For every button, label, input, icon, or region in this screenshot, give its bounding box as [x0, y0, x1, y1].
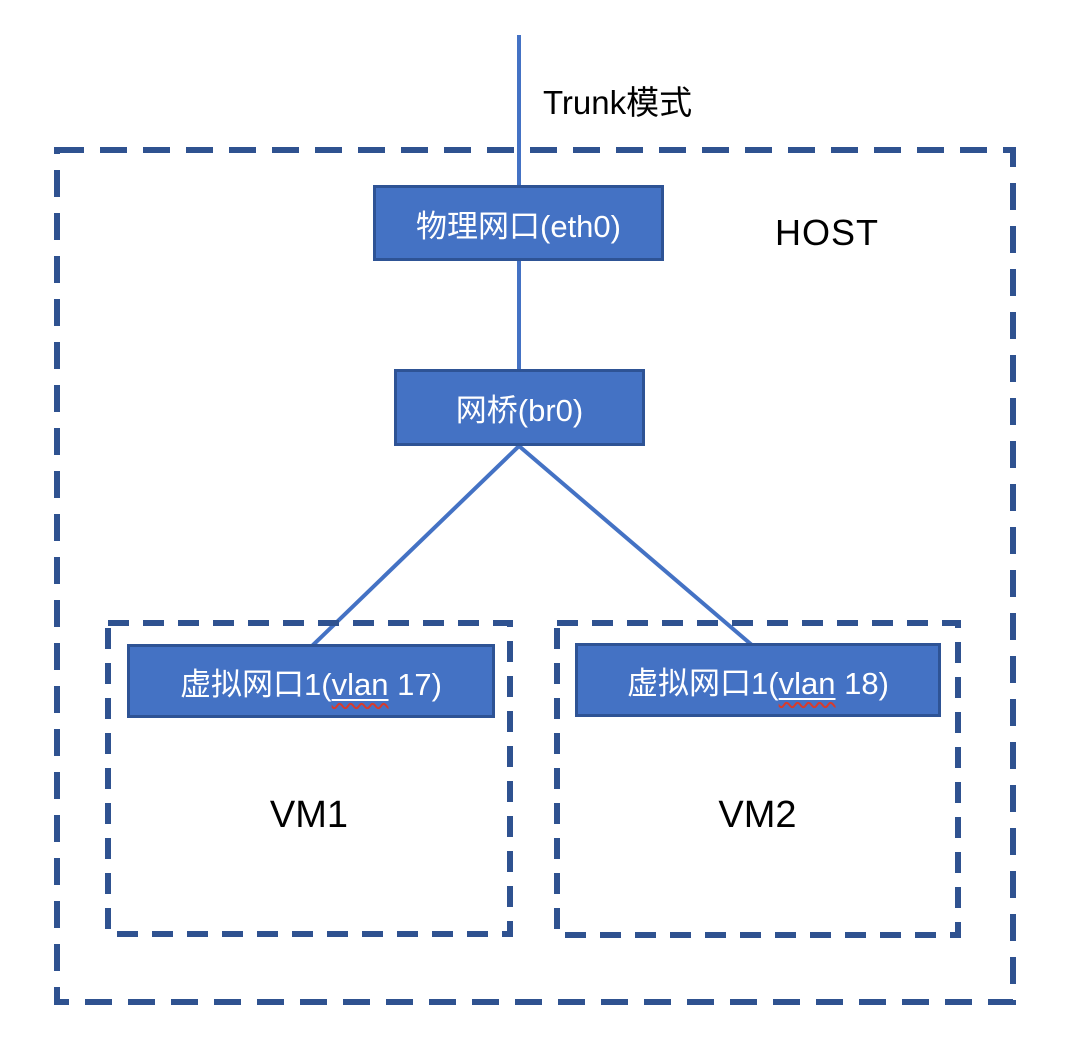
vnic1-label-suffix: 17): [388, 666, 442, 702]
br0-to-vnic2-line: [517, 444, 755, 648]
virtual-nic-vlan18-node: 虚拟网口1(vlan 18): [575, 643, 941, 717]
vm1-label: VM1: [269, 794, 349, 836]
trunk-mode-label: Trunk模式: [543, 84, 693, 121]
vnic1-label-prefix: 虚拟网口1(: [180, 666, 332, 702]
vnic1-vlan-word-spellcheck: vlan: [332, 667, 389, 702]
vnic1-vlan-word: vlan: [331, 666, 389, 702]
virtual-nic-vlan17-node: 虚拟网口1(vlan 17): [127, 644, 495, 718]
vm2-label: VM2: [718, 794, 797, 836]
bridge-br0-node: 网桥(br0): [394, 369, 645, 446]
physical-nic-eth0-node: 物理网口(eth0): [373, 185, 664, 261]
physical-nic-eth0-label: 物理网口(eth0): [416, 208, 621, 244]
host-label: HOST: [775, 212, 880, 253]
vnic2-vlan-word-spellcheck: vlan: [779, 666, 836, 701]
bridge-br0-label: 网桥(br0): [455, 393, 584, 428]
host-boundary-box: [54, 147, 1016, 1005]
vm1-boundary-box: [105, 620, 513, 937]
virtual-nic-vlan17-label: 虚拟网口1(vlan 17): [180, 659, 442, 704]
vm2-boundary-box: [554, 620, 961, 938]
vnic2-label-suffix: 18): [835, 665, 889, 701]
br0-to-vnic1-line: [310, 444, 521, 648]
virtual-nic-vlan18-label: 虚拟网口1(vlan 18): [627, 658, 889, 703]
vnic2-vlan-word: vlan: [778, 665, 836, 701]
vnic2-label-prefix: 虚拟网口1(: [627, 665, 779, 701]
